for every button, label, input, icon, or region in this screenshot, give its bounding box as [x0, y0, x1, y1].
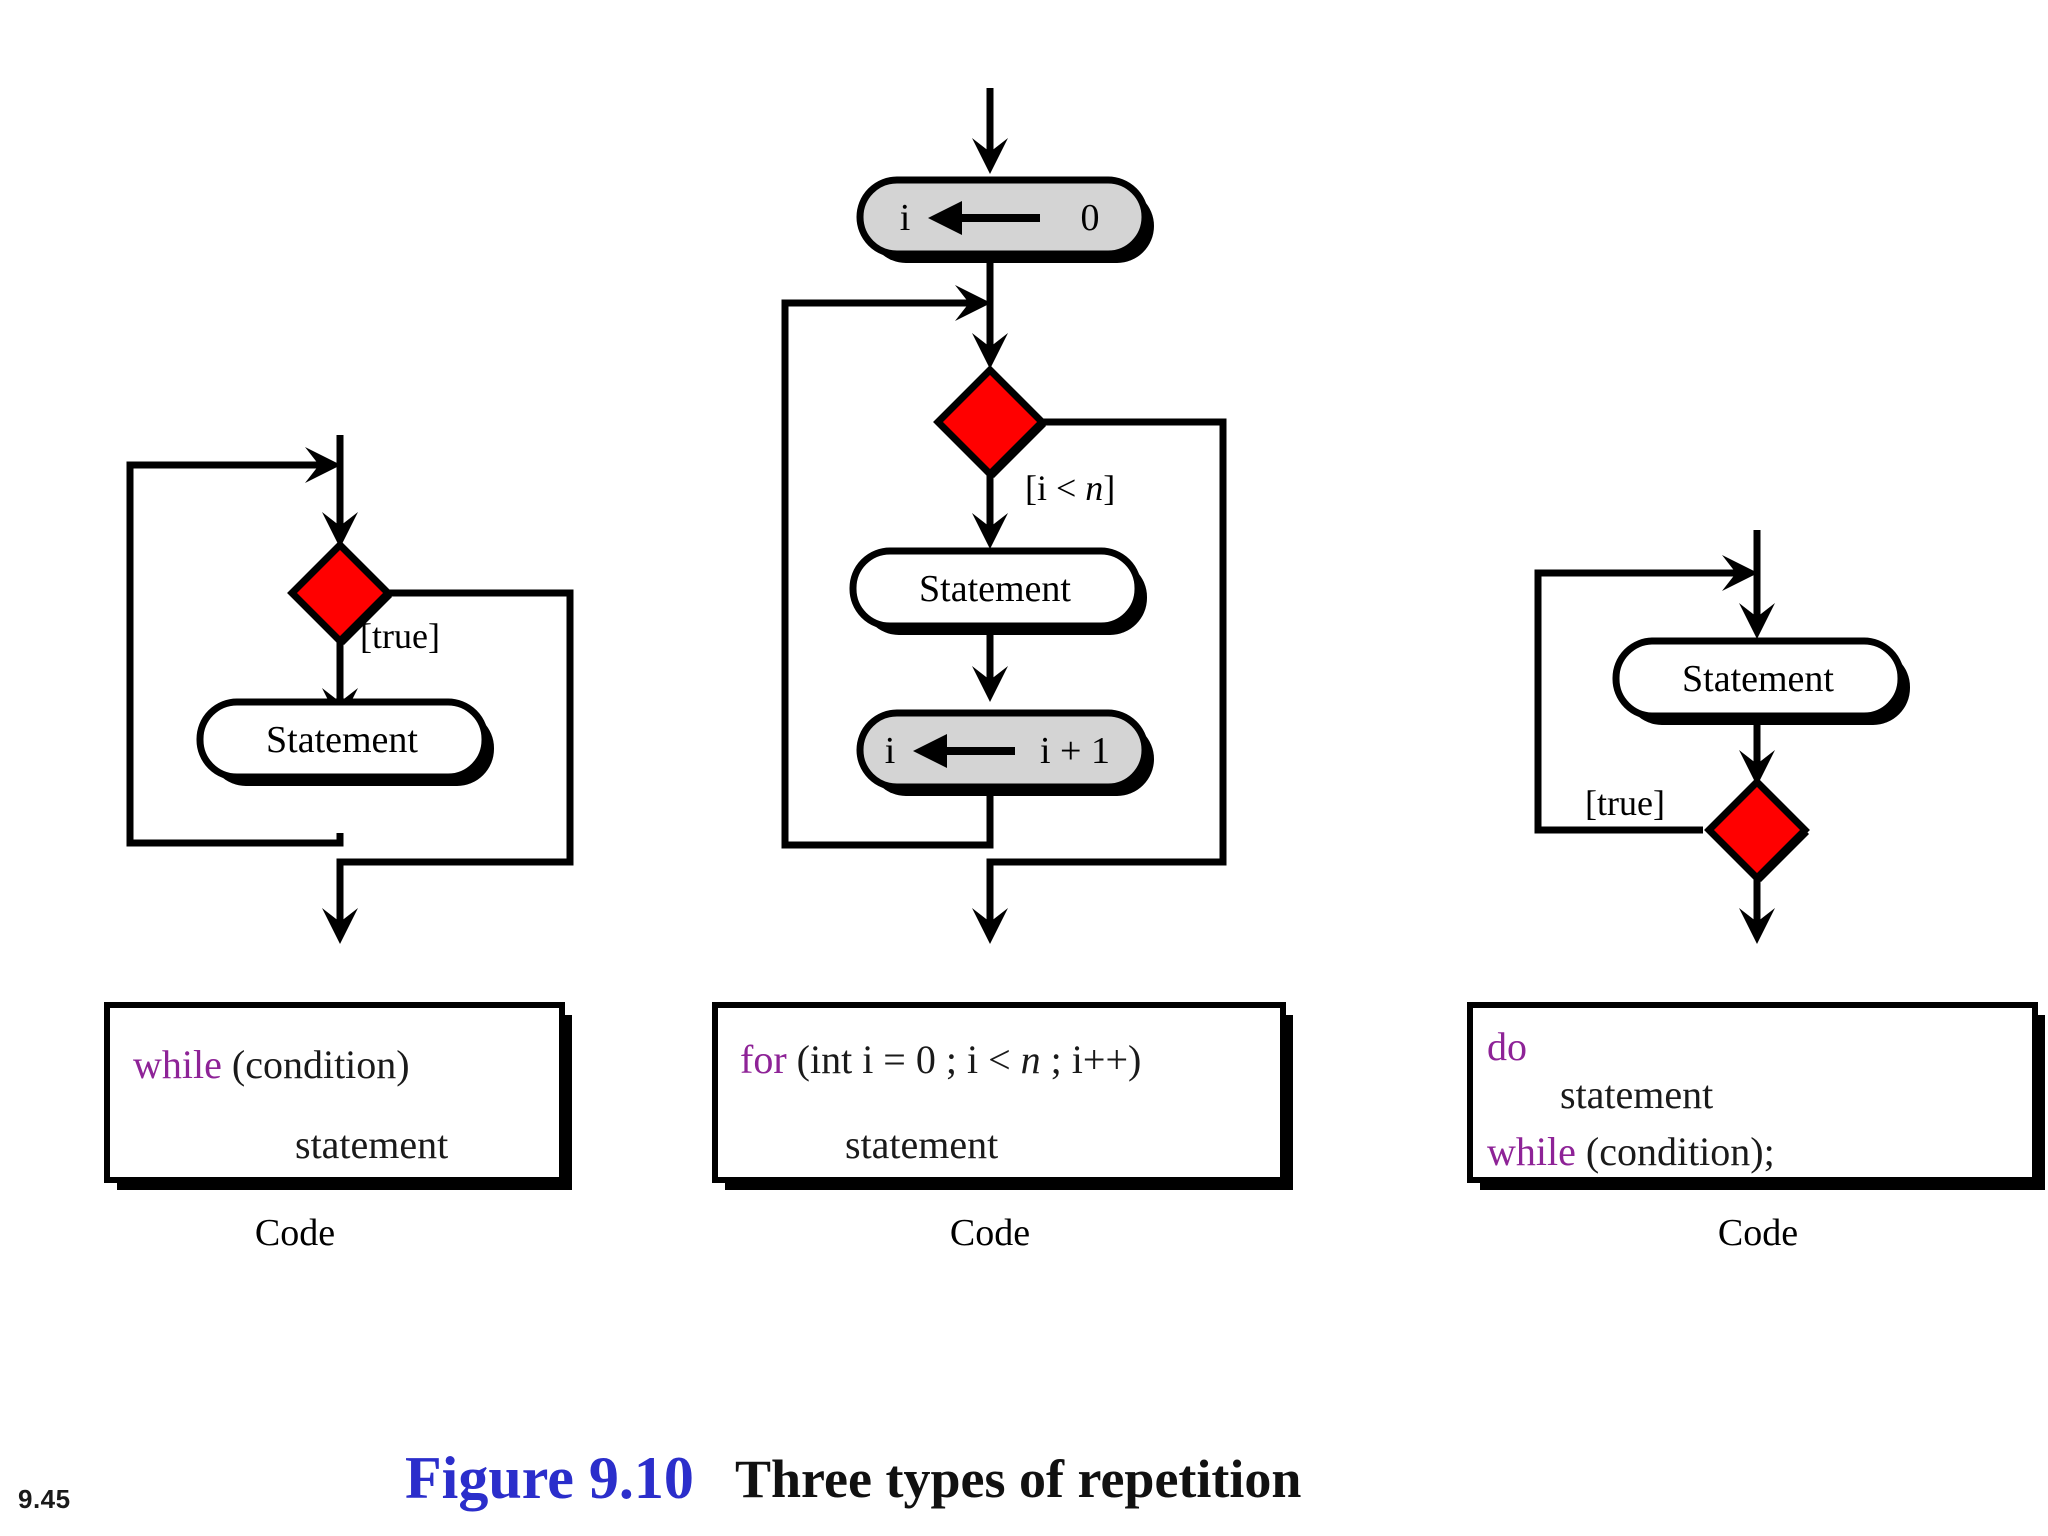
for-guard-suffix: ] [1103, 468, 1115, 508]
dowhile-code-line-3: while (condition); [1487, 1129, 1775, 1174]
figure-number-label: Figure 9.10 [405, 1445, 694, 1511]
while-false-branch-path [322, 589, 574, 944]
dowhile-arrow-to-decision [1739, 716, 1775, 786]
while-code-line-1: while (condition) [133, 1042, 410, 1087]
dowhile-code-rest: (condition); [1576, 1129, 1775, 1174]
for-entry-arrow [972, 88, 1008, 174]
dowhile-statement-label: Statement [1682, 658, 1834, 700]
for-arrow-to-statement [972, 474, 1008, 549]
while-statement-node: Statement [196, 698, 494, 786]
for-code-part-b: ; i++) [1041, 1037, 1142, 1082]
for-guard-prefix: [i < [1025, 468, 1076, 508]
while-code-caption: Code [255, 1212, 335, 1254]
figure-title-label: Three types of repetition [735, 1449, 1301, 1509]
while-statement-label: Statement [266, 719, 418, 761]
dowhile-code-line-1: do [1487, 1024, 1527, 1069]
for-increment-lhs: i [885, 730, 896, 772]
for-code-line-2: statement [845, 1122, 998, 1167]
for-code-box: for (int i = 0 ; i < n ; i++) statement [712, 1002, 1293, 1190]
while-decision-diamond [287, 540, 393, 646]
slide-number: 9.45 [18, 1484, 71, 1514]
while-code-rest: (condition) [232, 1042, 410, 1087]
for-increment-assignment-node: i i + 1 [856, 709, 1154, 796]
for-guard-variable: n [1085, 468, 1103, 508]
for-statement-label: Statement [919, 568, 1071, 610]
diagram-for: i 0 [712, 88, 1293, 1254]
while-code-keyword: while [133, 1042, 222, 1087]
for-code-variable: n [1021, 1037, 1041, 1082]
for-false-branch-path [972, 418, 1227, 944]
for-decision-diamond [933, 365, 1047, 479]
for-init-assignment-node: i 0 [856, 176, 1154, 263]
for-code-caption: Code [950, 1212, 1030, 1254]
dowhile-code-box: do statement while (condition); [1467, 1002, 2045, 1190]
for-guard-label: [i < n] [1025, 468, 1115, 508]
for-arrow-to-increment [972, 626, 1008, 702]
dowhile-decision-diamond [1704, 777, 1810, 883]
diagram-while: [true] Statement whi [104, 435, 574, 1254]
dowhile-guard-label: [true] [1585, 783, 1665, 823]
for-init-lhs: i [900, 197, 911, 239]
while-guard-label: [true] [360, 616, 440, 656]
for-increment-assign-arrow-icon [913, 734, 1015, 768]
diagram-do-while: Statement [true] d [1467, 530, 2045, 1254]
for-init-assign-arrow-icon [928, 201, 1040, 235]
dowhile-entry-arrow [1739, 530, 1775, 639]
for-arrow-init-to-decision [972, 254, 1008, 369]
for-code-line-1: for (int i = 0 ; i < n ; i++) [740, 1037, 1141, 1082]
while-loopback-path [126, 447, 344, 847]
for-code-part-a: (int i = 0 ; i < [787, 1037, 1021, 1082]
dowhile-loopback-path [1534, 555, 1758, 834]
while-entry-arrow [322, 435, 358, 548]
for-increment-rhs: i + 1 [1040, 730, 1110, 772]
for-statement-node: Statement [849, 547, 1147, 635]
dowhile-code-keyword: while [1487, 1129, 1576, 1174]
dowhile-code-line-2: statement [1560, 1072, 1713, 1117]
for-init-rhs: 0 [1081, 197, 1100, 239]
for-loopback-path [781, 285, 994, 849]
dowhile-exit-arrow [1739, 878, 1775, 944]
dowhile-statement-node: Statement [1612, 637, 1910, 725]
while-code-line-2: statement [295, 1122, 448, 1167]
for-code-keyword: for [740, 1037, 787, 1082]
dowhile-code-caption: Code [1718, 1212, 1798, 1254]
while-code-box: while (condition) statement [104, 1002, 572, 1190]
figure-caption: Figure 9.10 Three types of repetition [405, 1445, 1301, 1511]
